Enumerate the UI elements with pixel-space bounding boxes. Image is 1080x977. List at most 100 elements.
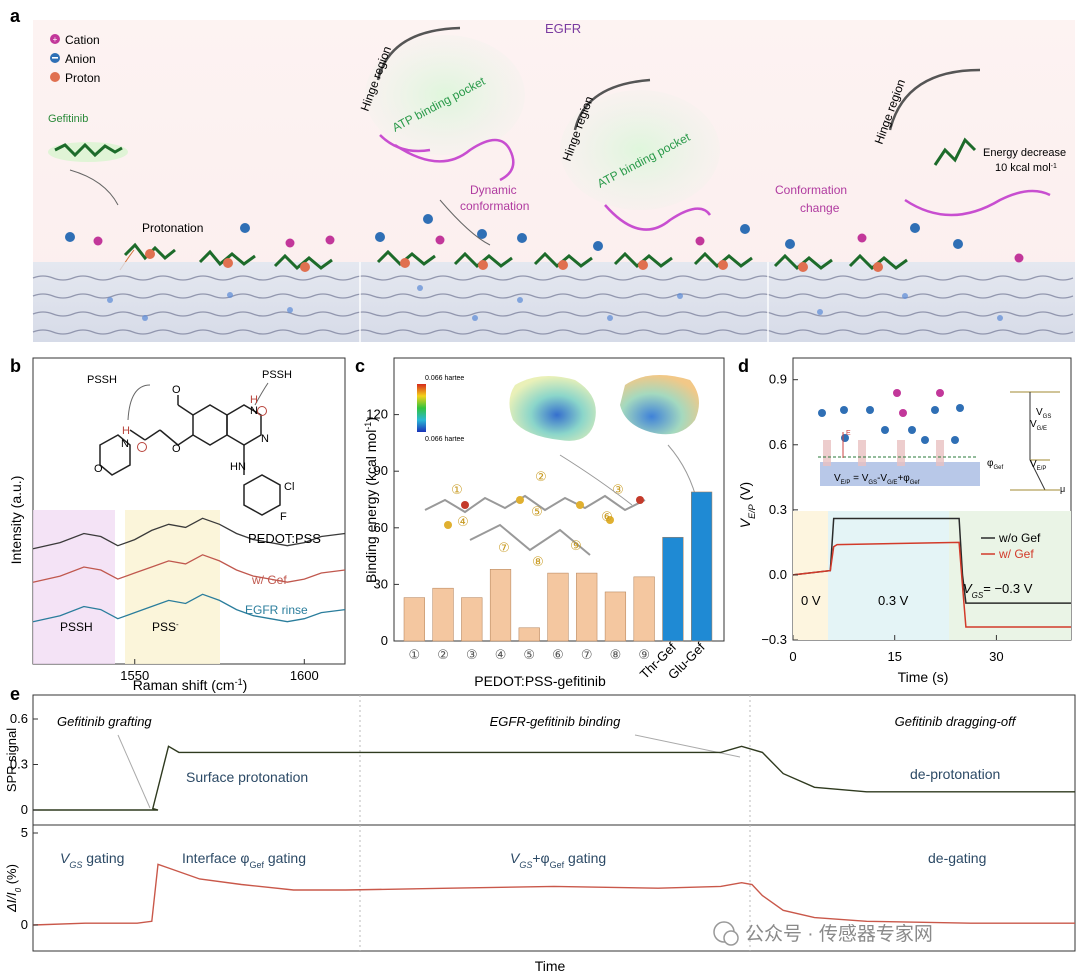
gefitinib-label: Gefitinib [48,113,88,125]
bar-9 [662,536,684,642]
c-ytick-label-2: 60 [374,520,388,535]
e-top-ytick-label-2: 0 [21,802,28,817]
c-xtick-label-5: ⑥ [552,647,564,662]
egfr-protein-2: Hinge region ATP binding pocket [560,78,720,231]
panel-b-label: b [10,356,21,376]
raman-lines [32,517,346,623]
panel-a-legend: + Cation Anion Proton [50,33,100,85]
watermark: 公众号 · 传感器专家网 [713,921,933,946]
site-label-8: ⑨ [570,538,582,553]
legend-cation: Cation [65,33,100,47]
bar-0 [403,597,425,642]
atom-h-right: H [250,394,258,406]
current-trace [32,863,1075,926]
c-xtick-label-3: ④ [495,647,507,662]
series-label-pedot: PEDOT:PSS [248,531,321,546]
d-ytick-label-0: −0.3 [761,632,787,647]
zone-neg03v-bg [949,511,1071,640]
atom-n-left: N [121,438,129,450]
spr-trace [33,745,1075,811]
stage-2-label: EGFR-gefitinib binding [490,714,622,729]
series-label-wgef: w/ Gef [251,573,287,587]
surface-proton-dots [145,249,883,272]
arrow-thr [559,454,633,506]
energy-vge: VG/E [1030,419,1047,432]
d-ytick-label-3: 0.6 [769,437,787,452]
potential-line-1 [792,541,1071,628]
esp-surface-glu [620,375,699,435]
panel-e-traces [32,745,1075,926]
bar-1 [432,587,454,642]
site-label-7: ⑧ [532,554,544,569]
panel-a: a EGFR + Cation Anion Proton Gefitinib P… [10,6,1075,342]
complex-highlight-atoms [444,496,644,529]
arrow-stage-2 [634,734,741,758]
atom-o-ring: O [94,463,103,475]
c-ytick-label-3: 90 [374,463,388,478]
conformation-change-2: change [800,201,840,215]
panel-c-xlabel: PEDOT:PSS-gefitinib [474,673,606,689]
d-ytick-label-2: 0.3 [769,502,787,517]
panel-c-ylabel: Binding energy (kcal mol-1) [363,417,379,583]
note-combined-gating: VGS+φGef gating [510,850,606,870]
series-label-egfr: EGFR rinse [245,603,308,617]
panel-b: b PSSH PSS- O O H N O H N N [8,356,346,693]
bar-7 [604,591,627,642]
c-xtick-label-0: ① [409,647,421,662]
c-xtick-label-1: ② [437,647,449,662]
stage-3-label: Gefitinib dragging-off [895,714,1017,729]
esp-surface-thr [509,376,596,441]
watermark-text: 公众号 · 传感器专家网 [745,923,933,945]
bar-2 [461,597,483,642]
energy-decrease-2: 10 kcal mol-1 [995,162,1057,174]
pssh-left-label: PSSH [87,374,117,386]
pedot-pss-film [32,262,1075,342]
b-xtick-label-0: 1550 [120,668,149,683]
c-xtick-label-2: ③ [466,647,478,662]
legend-wo-label: w/o Gef [998,531,1041,545]
panel-d-ylabel: VE/P (V) [737,482,757,528]
e-bot-ytick-label-1: 0 [21,917,28,932]
arrow-stage-1 [117,734,151,809]
c-xtick-label-6: ⑦ [581,647,593,662]
panel-d-inset: E VE/P = VGS-VG/E+φGef [818,389,980,486]
dynamic-conformation-1: Dynamic [470,183,517,197]
zone-03v-label: 0.3 V [878,593,909,608]
zone-neg03v-label: VGS= −0.3 V [963,581,1033,600]
conformation-change-1: Conformation [775,183,847,197]
esp-top-label: 0.066 hartee [425,375,464,382]
d-xtick-label-2: 30 [989,649,1003,664]
site-label-1: ② [535,469,547,484]
e-top-ytick-label-0: 0.6 [10,711,28,726]
bar-8 [633,576,655,642]
egfr-title: EGFR [545,21,581,36]
atom-n-ring: N [261,433,269,445]
panel-e: e Gefitinib grafting EGFR-gefitinib bind… [4,684,1076,974]
atom-h-left: H [122,425,130,437]
panel-b-ylabel: Intensity (a.u.) [8,476,24,565]
energy-mu: μ [1060,484,1065,494]
site-label-0: ① [451,482,463,497]
atom-n-right: N [250,405,258,417]
energy-vep: VE/P [1030,459,1046,472]
note-vgs-gating: VGS gating [60,850,124,870]
zone-03v-bg [828,511,949,640]
raman-line-0 [32,517,346,550]
svg-text:+: + [53,35,58,44]
site-label-2: ③ [612,482,624,497]
b-xtick-label-1: 1600 [290,668,319,683]
inset-equation: VE/P = VGS-VG/E+φGef [834,473,920,486]
proton-icon [50,72,60,82]
e-top-ytick-label-1: 0.3 [10,757,28,772]
c-ytick-label-0: 0 [381,633,388,648]
c-xtick-label-7: ⑧ [610,647,622,662]
region-pssh-label: PSSH [60,620,93,634]
panel-e-top-ylabel: SPR signal [4,728,19,792]
zone-0v-bg [793,511,828,640]
panel-d: d E VE/P = VGS-VG/E+φGef [737,356,1072,685]
site-label-6: ⑦ [498,540,510,555]
raman-line-1 [32,554,346,583]
